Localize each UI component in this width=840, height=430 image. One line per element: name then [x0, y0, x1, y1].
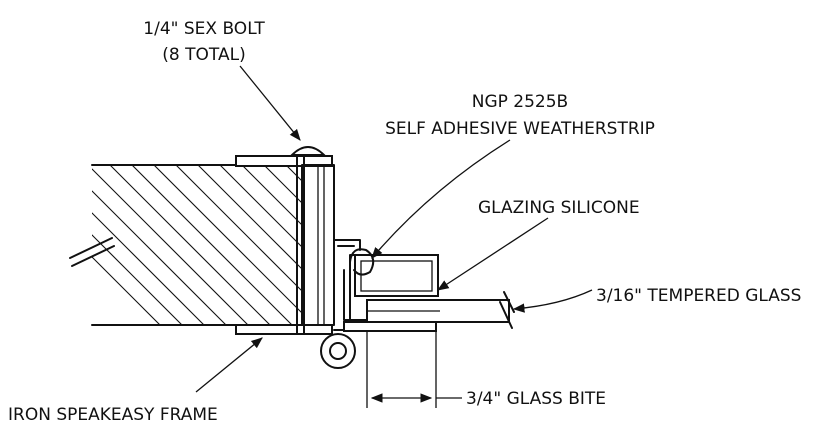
slab-hatch: [92, 165, 304, 325]
iron-speakeasy-frame: [235, 155, 335, 335]
hatch-line: [263, 165, 304, 206]
hatch-line: [175, 165, 304, 294]
sex-bolt-count-label: (8 TOTAL): [162, 45, 245, 65]
hatch-line: [92, 212, 205, 325]
tempered-glass-label: 3/16" TEMPERED GLASS: [596, 286, 801, 306]
hatch-line: [241, 165, 304, 228]
hatch-line: [131, 165, 293, 325]
weatherstrip-desc-label: SELF ADHESIVE WEATHERSTRIP: [385, 119, 655, 139]
tempered-glass-pane: [366, 291, 515, 329]
glass-bite-label: 3/4" GLASS BITE: [466, 389, 606, 409]
hatch-line: [219, 165, 304, 250]
hatch-line: [92, 190, 227, 325]
hatch-line: [197, 165, 304, 272]
weatherstrip-part-label: NGP 2525B: [472, 92, 568, 112]
break-line-symbol: [69, 237, 115, 267]
bottom-stop-plate: [343, 321, 437, 332]
weatherstrip-bulb: [349, 248, 375, 276]
iron-frame-label: IRON SPEAKEASY FRAME: [8, 405, 218, 425]
hinge-barrel: [320, 333, 356, 369]
glazing-silicone-label: GLAZING SILICONE: [478, 198, 640, 218]
sex-bolt: [289, 146, 327, 335]
hatch-line: [92, 256, 161, 325]
hatch-line: [153, 165, 304, 316]
hatch-line: [92, 234, 183, 325]
leader-lines: [195, 65, 593, 393]
glass-bite-dimension: [366, 330, 462, 408]
hatch-line: [92, 168, 249, 325]
glazing-stop-bracket: [333, 239, 439, 331]
sex-bolt-label: 1/4" SEX BOLT: [143, 19, 265, 39]
hatch-line: [109, 165, 271, 325]
